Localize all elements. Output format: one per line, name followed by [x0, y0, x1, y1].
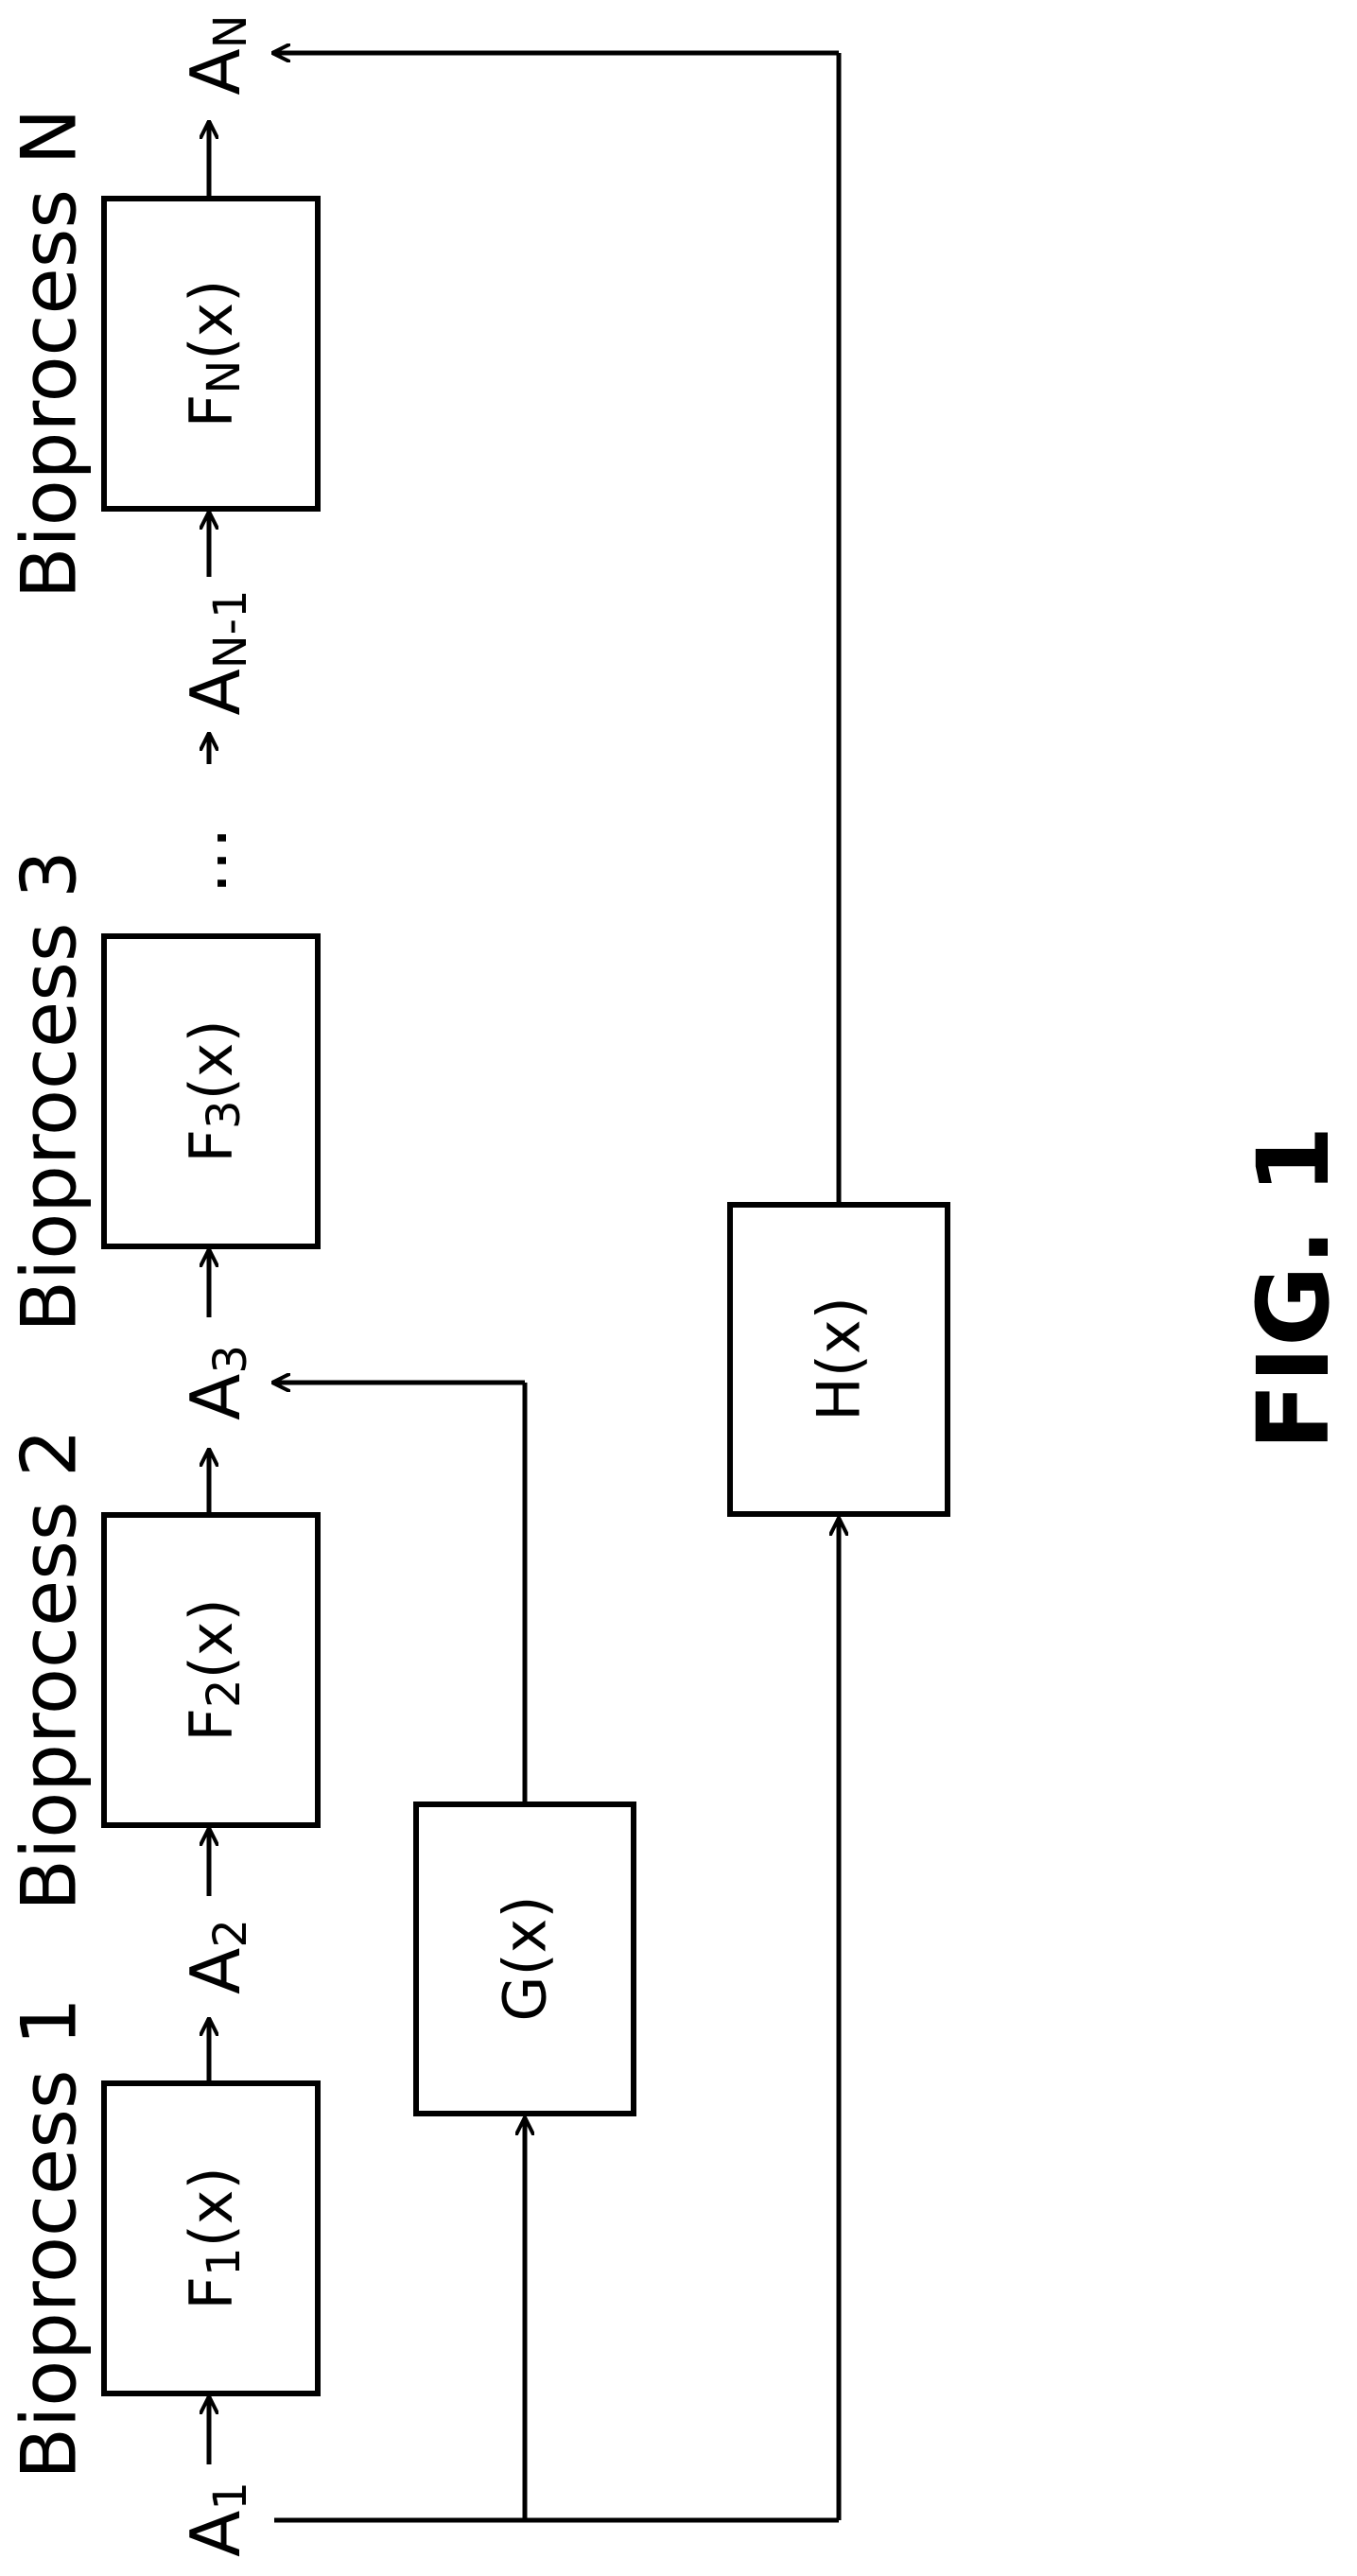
figure-label: FIG. 1 [1236, 1125, 1351, 1450]
bioprocess-2-label: Bioprocess 2 [6, 1429, 94, 1911]
f1-function-label: F1(x) [177, 2167, 252, 2309]
variable-a2: A2 [176, 1919, 257, 1994]
bioprocess-3-label: Bioprocess 3 [6, 850, 94, 1332]
variable-a3: A3 [176, 1345, 257, 1420]
bioprocess-1-label: Bioprocess 1 [6, 1997, 94, 2480]
variable-a-n: AN [176, 14, 257, 95]
fn-function-label: FN(x) [177, 280, 252, 428]
f3-function-label: F3(x) [177, 1019, 252, 1162]
g-function-label: G(x) [491, 1895, 560, 2021]
ellipsis-indicator: … [163, 827, 242, 895]
f2-function-label: F2(x) [177, 1598, 252, 1741]
variable-a-n-minus-1: AN-1 [176, 589, 257, 715]
variable-a1: A1 [176, 2481, 257, 2557]
bioprocess-n-label: Bioprocess N [6, 109, 94, 600]
h-function-label: H(x) [805, 1297, 874, 1421]
